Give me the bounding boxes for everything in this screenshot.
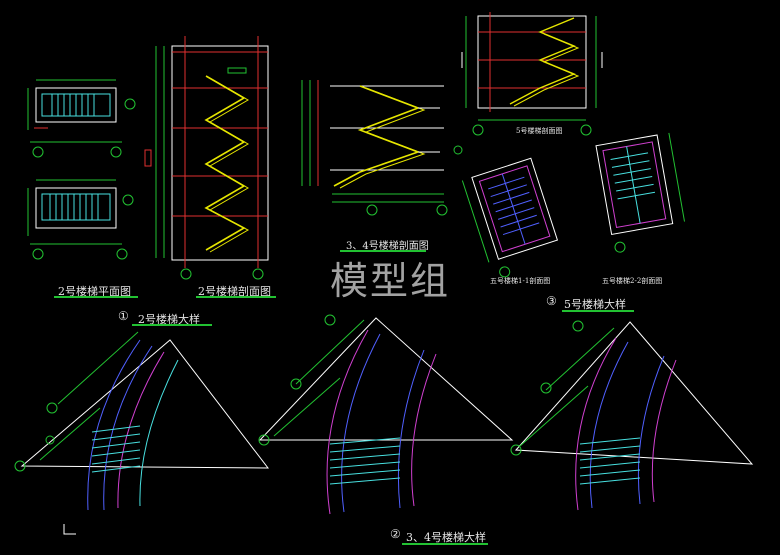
stair2-detail-curved xyxy=(14,331,270,511)
title-stair2-detail: 2号楼梯大样 xyxy=(138,313,200,326)
title-stair34-detail: 3、4号楼梯大样 xyxy=(406,531,486,544)
underline-stair2-plan xyxy=(54,296,138,298)
title-stair2-plan: 2号楼梯平面图 xyxy=(58,285,131,298)
stair2-plan-upper xyxy=(27,79,136,158)
underline-stair34-section xyxy=(340,250,426,252)
underline-stair5-detail xyxy=(562,310,634,312)
underline-stair2-detail xyxy=(132,324,212,326)
title-stair5-section: 5号楼梯剖面图 xyxy=(516,127,563,135)
title-stair5-detail: 5号楼梯大样 xyxy=(564,298,626,311)
stair5-plan-b xyxy=(595,132,686,253)
corner-mark xyxy=(63,524,76,535)
detail-number-stair5: ③ xyxy=(546,294,557,308)
detail-number-stair34: ② xyxy=(390,527,401,541)
stair34-detail-curved-b xyxy=(510,320,754,511)
title-stair5-plan-b: 五号楼梯2-2剖面图 xyxy=(602,277,663,285)
detail-number-stair2: ① xyxy=(118,309,129,323)
title-stair34-section: 3、4号楼梯剖面图 xyxy=(346,241,429,252)
stair2-plan-lower xyxy=(27,179,134,260)
title-stair5-plan-a: 五号楼梯1-1剖面图 xyxy=(490,277,551,285)
stair2-section xyxy=(144,36,269,280)
stair34-section xyxy=(301,80,463,216)
watermark: 模型组 xyxy=(330,259,451,303)
stair34-detail-curved-a xyxy=(258,314,514,515)
title-stair2-section: 2号楼梯剖面图 xyxy=(198,285,271,298)
underline-stair2-section xyxy=(196,296,276,298)
stair5-section xyxy=(461,12,603,136)
stair5-plan-a xyxy=(461,157,559,278)
underline-stair34-detail xyxy=(402,543,488,545)
